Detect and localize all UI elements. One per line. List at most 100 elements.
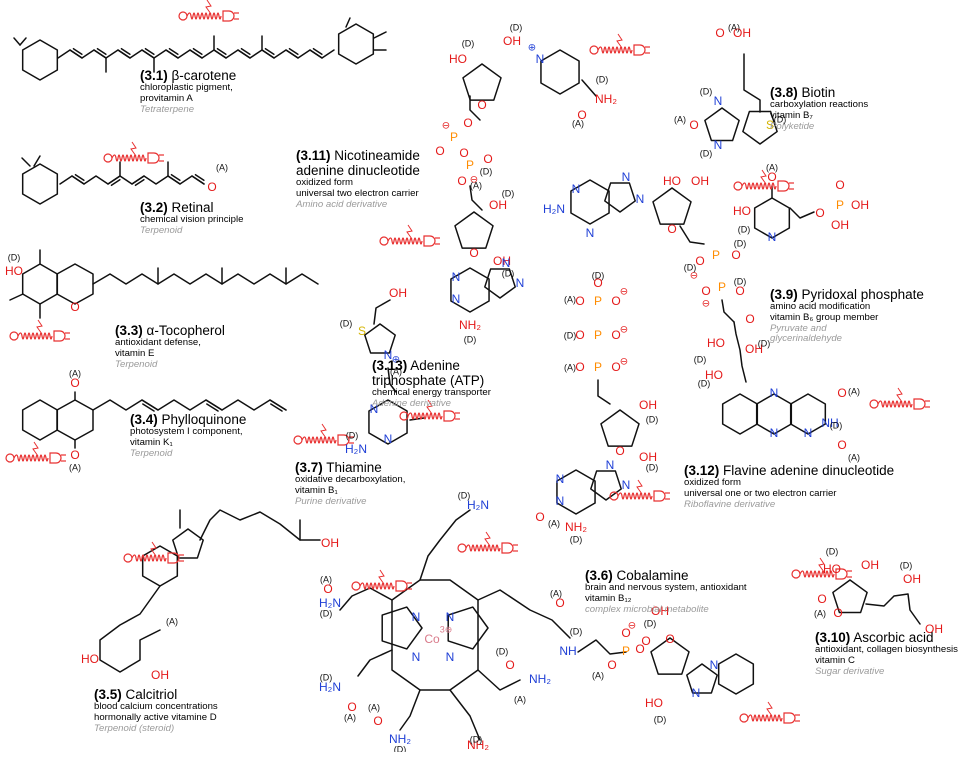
charge-label: ⊖ xyxy=(620,287,628,298)
molecule-name-line: adenine dinucleotide xyxy=(296,163,420,179)
atom-label: N xyxy=(692,686,701,700)
tag-label: (D) xyxy=(496,646,509,656)
tag-label: (D) xyxy=(8,252,21,262)
atom-label: OH xyxy=(493,254,511,268)
molecule-description: chemical vision principle xyxy=(140,214,244,226)
atom-label: OH xyxy=(639,450,657,464)
molecule-description: vitamin E xyxy=(115,347,155,359)
charge-label: ⊖ xyxy=(620,357,628,368)
molecule-name: Biotin xyxy=(797,85,836,100)
tag-label: (D) xyxy=(320,608,333,618)
atom-label: OH xyxy=(389,286,407,300)
charge-label: ⊕ xyxy=(392,355,400,366)
atom-label: O xyxy=(745,312,754,326)
molecule-name-line: triphosphate (ATP) xyxy=(372,373,485,389)
molecule-name: Nicotineamide xyxy=(330,148,420,163)
atom-label: N xyxy=(384,348,393,362)
atom-label: O xyxy=(665,632,674,646)
enzyme-plug-icon xyxy=(178,0,239,22)
atom-label: O xyxy=(667,222,676,236)
atom-label: N xyxy=(370,402,379,416)
atom-label: P xyxy=(594,294,602,308)
atom-label: OH xyxy=(745,342,763,356)
molecule-number: (3.4) xyxy=(130,412,158,427)
molecule-name: Calcitriol xyxy=(121,687,178,702)
molecule-class: Sugar derivative xyxy=(815,665,885,677)
atom-label: P xyxy=(836,198,844,212)
tag-label: (A) xyxy=(572,118,584,128)
tag-label: (D) xyxy=(700,148,713,158)
tag-label: (D) xyxy=(758,338,771,348)
atom-label: O xyxy=(641,634,650,648)
enzyme-plug-icon xyxy=(351,569,412,592)
tag-label: (A) xyxy=(564,362,576,372)
molecule-description: carboxylation reactions xyxy=(770,99,869,111)
bond-network xyxy=(9,17,921,741)
tag-label: (A) xyxy=(514,694,526,704)
molecule-number: (3.1) xyxy=(140,68,168,83)
tag-label: (D) xyxy=(464,334,477,344)
atom-label: N xyxy=(622,170,631,184)
molecule-name: α-Tocopherol xyxy=(142,323,225,338)
atom-label: P xyxy=(466,158,474,172)
atom-label: O xyxy=(735,284,744,298)
molecule-title: (3.2) Retinal xyxy=(140,200,243,215)
atom-label: O xyxy=(611,294,620,308)
tag-label: (D) xyxy=(646,462,659,472)
molecule-number: (3.10) xyxy=(815,630,851,645)
tag-label: (D) xyxy=(738,224,751,234)
enzyme-plug-icon xyxy=(9,319,70,342)
molecule-number: (3.13) xyxy=(372,358,408,373)
tag-label: (A) xyxy=(470,180,482,190)
molecule-name: Thiamine xyxy=(322,460,382,475)
atom-label: N xyxy=(556,472,565,486)
tag-label: (D) xyxy=(502,188,515,198)
atom-label: N xyxy=(452,292,461,306)
atom-label: N xyxy=(384,432,393,446)
tag-label: (D) xyxy=(346,430,359,440)
molecule-description: vitamin C xyxy=(815,654,855,666)
atom-label: O xyxy=(611,328,620,342)
atom-label: O xyxy=(695,254,704,268)
enzyme-plug-icon xyxy=(379,224,440,247)
molecule-title: (3.7) Thiamine xyxy=(295,460,405,475)
charge-label: ⊖ xyxy=(442,121,450,132)
atom-label: N xyxy=(768,230,777,244)
tag-label: (A) xyxy=(592,670,604,680)
enzyme-plug-icon xyxy=(399,399,460,422)
molecule-description: brain and nervous system, antioxidant xyxy=(585,582,747,594)
atom-label: O xyxy=(607,658,616,672)
atom-label: O xyxy=(611,360,620,374)
molecule-description: antioxidant defense, xyxy=(115,337,201,349)
molecule-number: (3.2) xyxy=(140,200,168,215)
atom-label: O xyxy=(435,144,444,158)
tag-label: (A) xyxy=(848,386,860,396)
atom-label: P xyxy=(712,248,720,262)
atom-label: NH₂ xyxy=(459,318,481,332)
molecule-description: vitamin B₆ group member xyxy=(770,311,879,323)
molecule-description: chloroplastic pigment, xyxy=(140,82,233,94)
atom-label: N xyxy=(622,478,631,492)
atom-label: O xyxy=(483,152,492,166)
molecule-description: universal two electron carrier xyxy=(296,187,419,199)
atom-label: O xyxy=(767,170,776,184)
molecule-title: (3.5) Calcitriol xyxy=(94,687,218,702)
charge-label: ⊖ xyxy=(620,325,628,336)
charge-label: ⊖ xyxy=(702,299,710,310)
atom-label: OH xyxy=(321,536,339,550)
atom-label: OH xyxy=(639,398,657,412)
tag-label: (D) xyxy=(734,238,747,248)
atom-label: O xyxy=(469,246,478,260)
atom-label: N xyxy=(586,226,595,240)
atom-label: NH₂ xyxy=(389,732,411,746)
tag-label: (D) xyxy=(830,420,843,430)
molecule-title: (3.1) β-carotene xyxy=(140,68,236,83)
atom-label: O xyxy=(70,376,79,390)
tag-label: (D) xyxy=(700,86,713,96)
molecule-name: Flavine adenine dinucleotide xyxy=(719,463,895,478)
atom-label: O xyxy=(535,510,544,524)
tag-label: (A) xyxy=(814,608,826,618)
